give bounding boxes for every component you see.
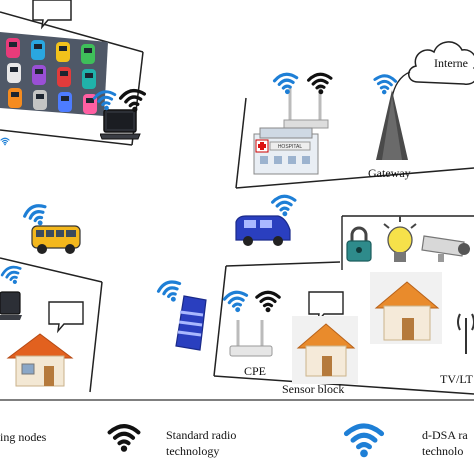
sensor-block-label: Sensor block xyxy=(282,382,345,396)
iot-panel-frame xyxy=(341,215,474,270)
legend-standard-radio-line2: technology xyxy=(166,444,220,458)
wifi-icon xyxy=(271,194,297,217)
lock-icon xyxy=(346,226,372,262)
wifi-icon xyxy=(0,265,22,284)
cloud-icon xyxy=(408,41,474,85)
antenna-icon xyxy=(457,313,474,354)
speech-bubble-icon xyxy=(32,0,72,30)
wifi-icon xyxy=(222,290,249,313)
hospital-icon: HOSPITAL xyxy=(253,86,329,175)
security-camera-icon xyxy=(421,235,470,262)
gateway-tower-icon xyxy=(376,90,408,160)
cpe-label: CPE xyxy=(244,364,267,378)
house-icon xyxy=(296,323,356,377)
house-icon xyxy=(374,281,440,341)
hospital-sign: HOSPITAL xyxy=(278,144,303,150)
wifi-icon xyxy=(92,90,117,111)
wifi-icon xyxy=(272,72,299,95)
wifi-icon xyxy=(156,280,182,302)
speech-bubble-icon xyxy=(48,301,84,334)
wifi-icon xyxy=(23,204,47,226)
parking-lot-icon xyxy=(0,28,112,116)
gateway-label: Gateway xyxy=(368,166,411,180)
wifi-icon xyxy=(373,74,398,95)
school-bus-icon xyxy=(31,225,81,254)
tv-lte-label: TV/LT xyxy=(440,372,473,386)
light-bulb-icon xyxy=(383,216,417,262)
legend-ddsa-line1: d-DSA ra xyxy=(422,428,468,442)
legend-nodes-label: ing nodes xyxy=(0,430,47,444)
legend-ddsa-line2: technolo xyxy=(422,444,464,458)
wifi-icon xyxy=(255,290,281,313)
laptop-icon xyxy=(0,291,22,320)
tram-icon xyxy=(175,295,207,351)
legend-standard-radio-line1: Standard radio xyxy=(166,428,237,442)
wifi-icon xyxy=(107,424,141,452)
van-icon xyxy=(235,215,291,246)
router-icon xyxy=(229,320,273,357)
internet-label: Interne xyxy=(434,56,468,70)
wifi-icon xyxy=(343,423,385,458)
laptop-icon xyxy=(100,109,141,140)
wifi-icon xyxy=(0,137,10,146)
wifi-icon xyxy=(118,88,146,112)
house-icon xyxy=(6,333,74,387)
wifi-icon xyxy=(307,72,333,95)
